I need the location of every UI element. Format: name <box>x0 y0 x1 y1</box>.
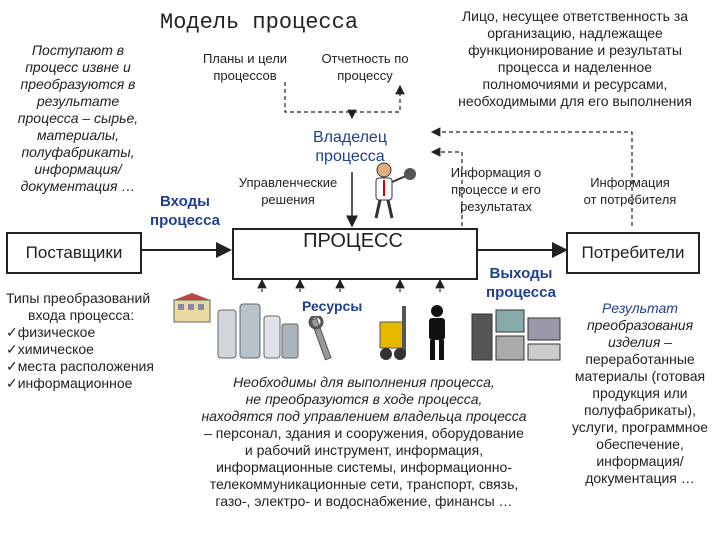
process-box <box>232 228 478 280</box>
decisions-label: Управленческие решения <box>238 175 338 207</box>
wrench-icon <box>308 316 332 361</box>
reporting-label: Отчетность по процессу <box>321 51 409 83</box>
suppliers-label: Поставщики <box>25 243 123 262</box>
transform-list: ✓физическое ✓химическое ✓места расположе… <box>6 324 196 392</box>
check-icon: ✓ <box>6 324 18 340</box>
list-item: ✓места расположения <box>6 358 154 374</box>
consumers-box: Потребители <box>566 232 700 274</box>
info-consumer-label: Информация от потребителя <box>583 175 677 207</box>
arrow-process-info-to-owner <box>430 147 463 226</box>
forklift-icon <box>379 306 406 360</box>
resources-label: Ресурсы <box>302 298 363 314</box>
check-icon: ✓ <box>6 358 18 374</box>
arrow-consumer-info-to-owner <box>430 127 633 226</box>
consumers-label: Потребители <box>581 243 685 262</box>
inputs-description: Поступают в процесс извне и преобразуютс… <box>17 42 139 194</box>
owner-label: Владелец процесса <box>312 129 387 165</box>
plans-label: Планы и цели процессов <box>202 51 288 83</box>
transform-types: Типы преобразований входа процесса: ✓физ… <box>6 290 196 392</box>
person-icon <box>429 305 445 360</box>
arrow-owner-to-reporting <box>351 84 405 118</box>
arrow-plans-to-owner <box>284 82 357 120</box>
info-process-label: Информация о процессе и его результатах <box>450 165 542 214</box>
list-item: ✓химическое <box>6 341 94 357</box>
check-icon: ✓ <box>6 375 18 391</box>
page-title: Модель процесса <box>160 10 359 35</box>
process-label: ПРОЦЕСС <box>303 230 403 252</box>
owner-description: Лицо, несущее ответственность за организ… <box>458 8 692 109</box>
outputs-label: Выходы процесса <box>486 265 556 301</box>
equipment-icon <box>217 303 299 359</box>
process-owner-figure-icon <box>374 162 416 219</box>
check-icon: ✓ <box>6 341 18 357</box>
list-item: ✓физическое <box>6 324 96 340</box>
suppliers-box: Поставщики <box>6 232 142 274</box>
computers-icon <box>471 309 561 361</box>
inputs-label: Входы процесса <box>150 193 220 229</box>
building-icon <box>173 293 211 323</box>
resources-description: Необходимы для выполнения процесса, не п… <box>201 374 527 509</box>
list-item: ✓информационное <box>6 375 133 391</box>
result-description: Результат преобразования изделия – перер… <box>571 300 709 486</box>
